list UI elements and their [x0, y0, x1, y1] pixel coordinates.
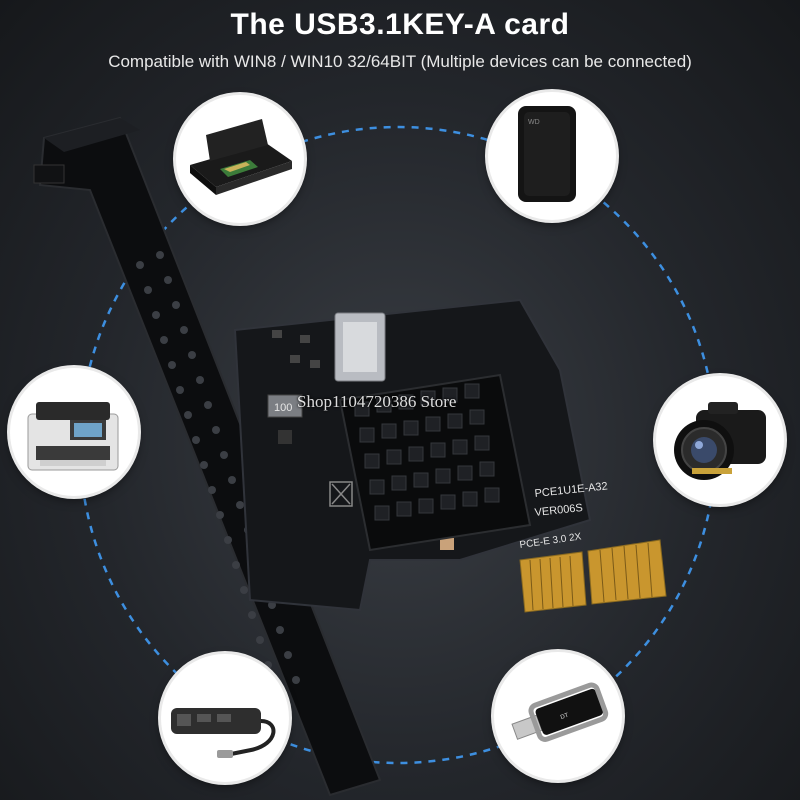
camera-device — [656, 376, 784, 504]
usb-hub-device — [161, 654, 289, 782]
usb-hub-icon — [171, 708, 276, 758]
hard-drive-device: WD — [488, 92, 616, 220]
pcie-bracket — [33, 116, 382, 797]
svg-text:DT: DT — [560, 712, 570, 720]
svg-text:WD: WD — [528, 119, 540, 126]
hard-drive-icon: WD — [518, 106, 576, 202]
usb-flash-drive-device: DT — [494, 652, 622, 780]
inductor-label: 100 — [274, 402, 292, 414]
heatsink — [338, 373, 532, 552]
store-watermark: Shop1104720386 Store — [297, 392, 457, 411]
usb-flash-drive-icon: DT — [511, 682, 609, 742]
printer-icon — [27, 402, 119, 471]
gold-fingers — [519, 539, 667, 613]
page-subtitle: Compatible with WIN8 / WIN10 32/64BIT (M… — [108, 52, 692, 71]
card-version-label: VER006S — [534, 502, 583, 519]
printer-device — [10, 368, 138, 496]
page-title: The USB3.1KEY-A card — [230, 8, 570, 41]
scanner-icon — [190, 119, 292, 195]
scanner-device — [176, 95, 304, 223]
camera-icon — [674, 402, 766, 480]
bracket-vent-holes — [136, 251, 300, 694]
